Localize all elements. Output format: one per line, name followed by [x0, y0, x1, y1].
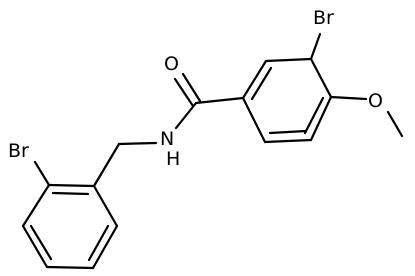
bond-ring2-inner-a — [51, 191, 90, 196]
bond-ring2-c2-c3 — [21, 183, 51, 228]
bond-ring2-c5-c6 — [91, 224, 119, 270]
bond-ring2-inner-c — [87, 224, 110, 262]
bond-n-ch2 — [117, 141, 158, 146]
bond-carbonyl-double-b — [173, 77, 195, 108]
atom-label-methoxy-oxygen: O — [368, 90, 383, 112]
atom-labels: O N H Br O Br — [8, 7, 383, 170]
bond-ring1-c5-c6 — [263, 138, 313, 144]
bond-o-methyl — [386, 110, 404, 138]
atom-label-amide-hydrogen: H — [166, 148, 180, 170]
atom-label-amide-nitrogen: N — [160, 128, 174, 150]
bond-ring2-c3-c4 — [21, 224, 49, 269]
bond-ring1-c2-c3 — [264, 57, 313, 63]
bond-ring2-c1-c2 — [47, 183, 96, 188]
atom-label-bromine-top: Br — [313, 7, 334, 29]
bond-ring1-inner-a — [250, 66, 273, 101]
bond-ring1-inner-c — [268, 129, 308, 135]
atom-label-bromine-left: Br — [8, 140, 29, 162]
bond-ch2-ring2 — [92, 142, 121, 188]
bond-carbonyl-double-a — [181, 72, 202, 103]
bond-lines — [21, 32, 404, 270]
bond-ring2-inner-b — [29, 224, 53, 261]
bond-carbonyl-ring — [194, 96, 245, 105]
bond-ring1-inner-b — [303, 96, 325, 135]
bond-ring1-c1-c2 — [241, 59, 268, 100]
bond-ring1-c6-c1 — [241, 96, 267, 144]
bond-ring2-c6-c1 — [92, 184, 119, 228]
bond-ring2-c4-c5 — [45, 265, 95, 270]
bond-ring1-c4-c5 — [309, 95, 333, 142]
bond-ring-br-top — [309, 32, 322, 61]
bond-ring-o-methoxy — [329, 95, 368, 101]
bond-carbonyl-n — [174, 101, 198, 130]
bond-ring1-c3-c4 — [309, 57, 333, 99]
atom-label-carbonyl-oxygen: O — [164, 53, 179, 75]
bond-ring2-br — [33, 160, 51, 187]
